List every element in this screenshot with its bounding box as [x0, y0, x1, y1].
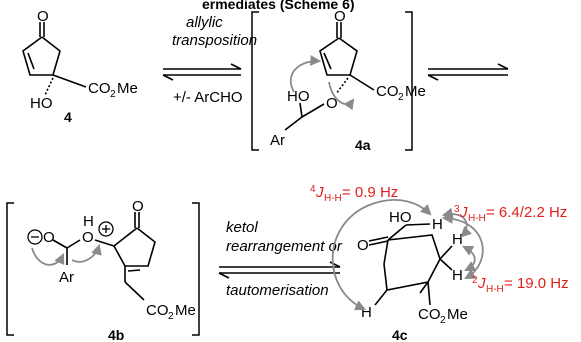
header-partial: ermediates (Scheme 6) [202, 0, 355, 12]
atom-carbonyl-o-4a: O [334, 8, 346, 25]
curly-arrow-4b-1 [31, 247, 65, 266]
curly-arrow-4b-2 [71, 243, 102, 263]
svg-text:= 0.9 Hz: = 0.9 Hz [342, 184, 398, 201]
group-co2me-tail: Me [117, 80, 138, 97]
group-co2me-sub-4c: 2 [440, 315, 446, 326]
svg-text:2: 2 [472, 275, 478, 286]
atom-ar-4a: Ar [270, 132, 285, 149]
atom-ho-4c: HO [389, 209, 412, 226]
atom-o-plus-4b: O [82, 229, 94, 246]
atom-h-c4: H [432, 216, 443, 233]
svg-text:J: J [315, 184, 324, 201]
equilibrium-arrow-1 [162, 63, 242, 81]
curly-arrow-4a-2 [328, 81, 355, 111]
coupling-arrow-3J-b [441, 212, 484, 280]
atom-carbonyl-o: O [37, 8, 49, 25]
compound-label-4b: 4b [108, 327, 124, 342]
group-co2me-tail-4b: Me [175, 302, 196, 319]
bracket-4a [251, 11, 413, 151]
compound-4: O HO CO 2 Me 4 [22, 8, 138, 125]
svg-text:= 6.4/2.2 Hz: = 6.4/2.2 Hz [486, 204, 567, 221]
svg-text:H-H: H-H [486, 284, 504, 295]
atom-carbonyl-o-4c: O [357, 237, 369, 254]
coupling-2J-label: 2 J H-H = 19.0 Hz [472, 275, 569, 295]
atom-carbonyl-o-4b: O [132, 198, 144, 215]
atom-h-vinyl: H [361, 304, 372, 321]
compound-4a: O CO 2 Me O HO Ar 4a [270, 8, 426, 153]
group-co2me-tail-4c: Me [447, 306, 468, 323]
compound-label-4: 4 [64, 109, 72, 125]
group-co2me-sub-4b: 2 [168, 311, 174, 322]
svg-text:H-H: H-H [324, 193, 342, 204]
svg-text:4: 4 [310, 184, 316, 195]
step3-label-line1: ketol [226, 219, 258, 236]
svg-text:3: 3 [454, 204, 460, 215]
group-co2me-sub-4a: 2 [398, 92, 404, 103]
group-co2me-main-4b: CO [146, 302, 169, 319]
atom-h-c5a: H [452, 231, 463, 248]
coupling-arrow-2J [462, 246, 477, 271]
coupling-arrow-4J [331, 199, 432, 311]
atom-o-4a: O [326, 95, 338, 112]
svg-text:H-H: H-H [468, 213, 486, 224]
compound-4b: O Ar O H O CO 2 Me 4b [27, 198, 196, 342]
step1-label-line2: transposition [172, 32, 257, 49]
step3-label-line2: rearrangement or [226, 238, 343, 255]
svg-text:J: J [477, 275, 486, 292]
step1-reagent: +/- ArCHO [173, 89, 243, 106]
step1-label-line1: allylic [186, 14, 223, 31]
equilibrium-arrow-2 [427, 63, 509, 81]
atom-h-4b: H [83, 213, 94, 230]
coupling-3J-label: 3 J H-H = 6.4/2.2 Hz [454, 204, 567, 224]
coupling-4J-label: 4 J H-H = 0.9 Hz [310, 184, 398, 204]
group-co2me-tail-4a: Me [405, 83, 426, 100]
group-co2me-main-4c: CO [418, 306, 441, 323]
curly-arrow-4a-1 [289, 55, 322, 93]
bracket-4b [6, 202, 200, 336]
atom-h-c5b: H [452, 267, 463, 284]
atom-ho: HO [30, 95, 53, 112]
group-co2me-main-4a: CO [376, 83, 399, 100]
atom-o-minus-4b: O [43, 229, 55, 246]
svg-text:= 19.0 Hz: = 19.0 Hz [504, 275, 569, 292]
equilibrium-arrow-3 [218, 261, 341, 279]
svg-text:J: J [459, 204, 468, 221]
group-co2me-sub: 2 [110, 89, 116, 100]
step3-label-line3: tautomerisation [226, 282, 329, 299]
atom-ar-4b: Ar [59, 269, 74, 286]
compound-label-4c: 4c [392, 327, 408, 342]
group-co2me-main: CO [88, 80, 111, 97]
compound-4c: O HO H H H H CO 2 Me 4c [331, 199, 484, 342]
compound-label-4a: 4a [355, 137, 371, 153]
atom-ho-4a: HO [287, 88, 310, 105]
